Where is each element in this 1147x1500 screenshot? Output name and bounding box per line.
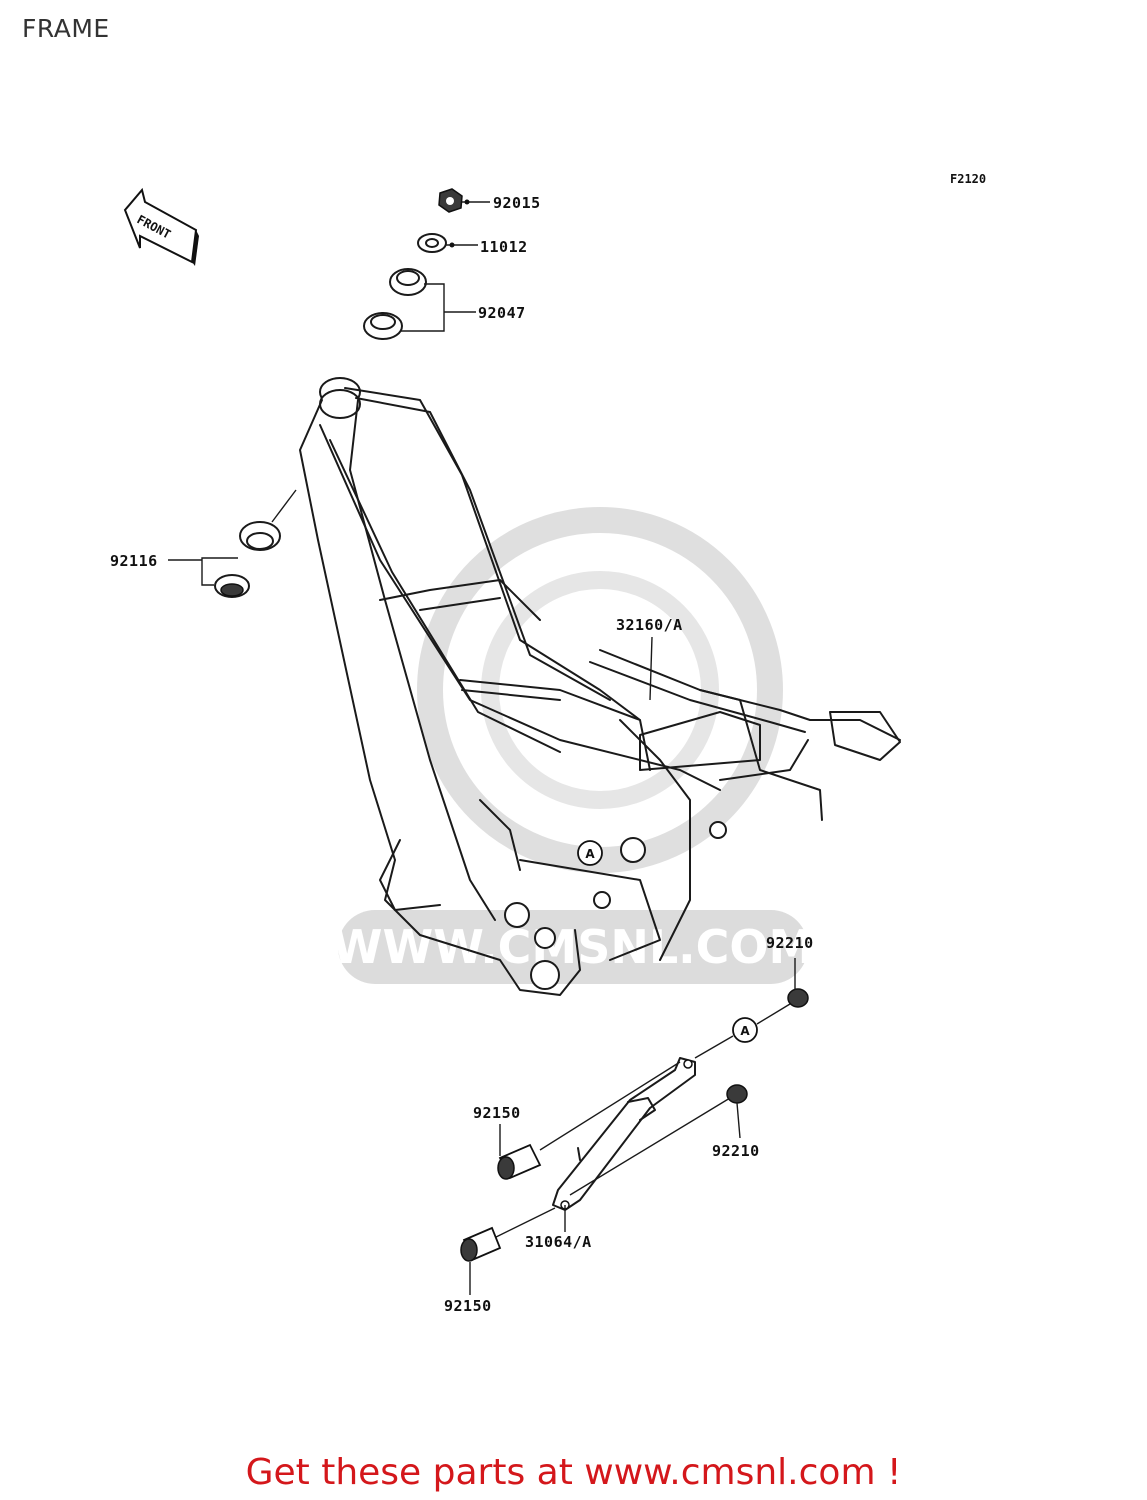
watermark: WWW.CMSNL.COM — [332, 507, 815, 984]
callout-a-stand: A — [732, 1017, 758, 1043]
bearing-92047-lower — [363, 312, 403, 340]
page-title: FRAME — [22, 14, 110, 43]
collar-92210-lower — [726, 1084, 748, 1104]
bearing-92047-upper — [389, 268, 427, 296]
bolt-92150-lower — [460, 1226, 502, 1262]
exploded-parts-diagram: WWW.CMSNL.COM FRONT F2120 — [110, 172, 986, 1315]
part-label-92116: 92116 — [110, 552, 158, 570]
part-label-11012: 11012 — [480, 238, 528, 256]
part-label-92047: 92047 — [478, 304, 526, 322]
diagram-code: F2120 — [950, 172, 986, 186]
washer-11012 — [417, 233, 447, 253]
part-label-92150-upper: 92150 — [473, 1104, 521, 1122]
part-label-31064a: 31064/A — [525, 1233, 592, 1251]
part-label-92150-lower: 92150 — [444, 1297, 492, 1315]
collar-92210-upper — [787, 988, 809, 1008]
bearing-92116-lower — [214, 574, 250, 598]
frame-32160 — [299, 377, 901, 996]
svg-text:A: A — [740, 1024, 750, 1038]
side-stand-31064 — [552, 1057, 696, 1211]
cta-link[interactable]: Get these parts at www.cmsnl.com ! — [245, 1452, 902, 1493]
part-label-92210-lower: 92210 — [712, 1142, 760, 1160]
callout-a-frame: A — [577, 840, 603, 866]
part-label-92210-upper: 92210 — [766, 934, 814, 952]
front-arrow-icon: FRONT — [123, 187, 199, 266]
svg-text:A: A — [585, 847, 595, 861]
stem-nut-92015 — [438, 188, 463, 213]
watermark-text: WWW.CMSNL.COM — [332, 920, 815, 974]
bearing-92116-upper — [239, 521, 281, 551]
bolt-92150-upper — [497, 1143, 542, 1180]
part-label-92015: 92015 — [493, 194, 541, 212]
part-label-32160a: 32160/A — [616, 616, 683, 634]
